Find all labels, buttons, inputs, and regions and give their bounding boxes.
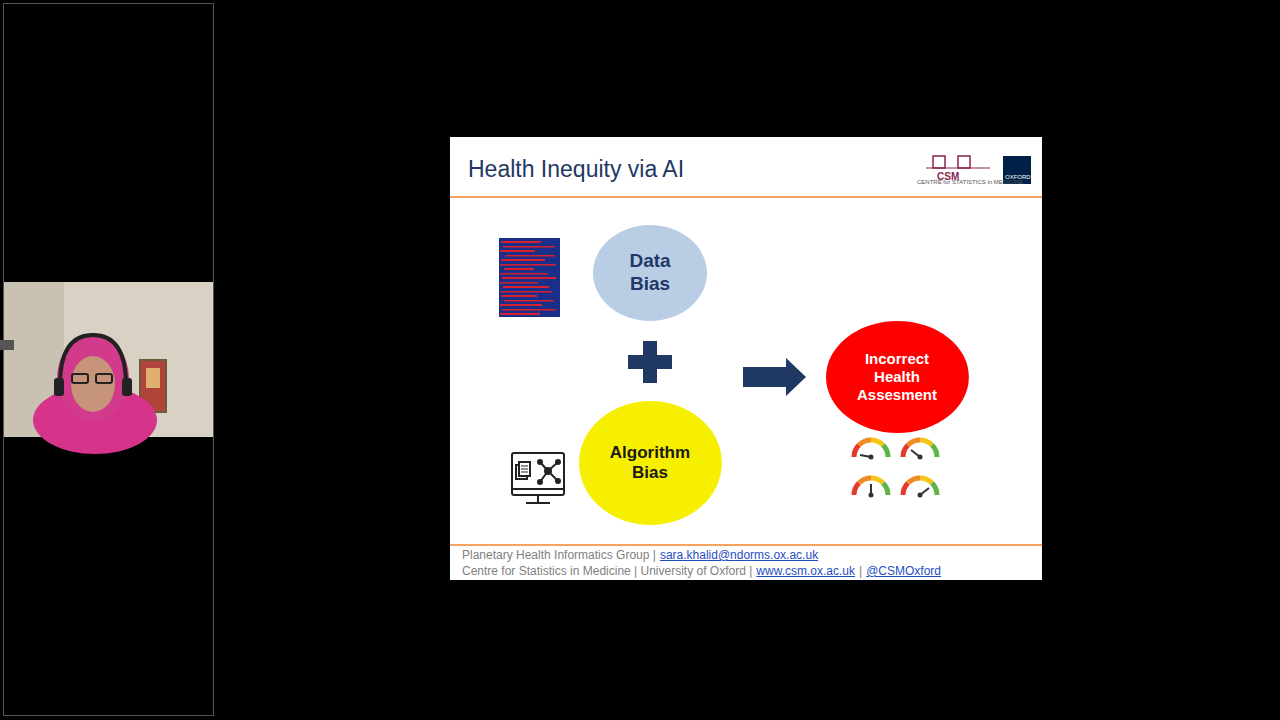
block-arrow <box>743 358 806 396</box>
footer-link: www.csm.ox.ac.uk <box>756 564 855 578</box>
outcome-circle: Incorrect Health Assesment <box>826 321 969 433</box>
node-text: Algorithm Bias <box>600 443 700 484</box>
footer-text: Centre for Statistics in Medicine | Univ… <box>462 564 752 578</box>
csm-logo <box>926 156 990 168</box>
slide <box>450 137 1042 580</box>
footer-text: Planetary Health Informatics Group | <box>462 548 656 562</box>
heatmap-icon <box>499 238 560 317</box>
bias-circle: Algorithm Bias <box>579 401 722 525</box>
footer-line: Planetary Health Informatics Group | sara… <box>462 548 822 562</box>
panel-border <box>4 4 214 716</box>
gauge-icons <box>854 440 937 498</box>
bias-ellipse: Data Bias <box>593 225 707 321</box>
webcam-image <box>0 282 213 454</box>
plus-sign <box>628 341 672 383</box>
footer-rule <box>450 544 1042 546</box>
footer-link: sara.khalid@ndorms.ox.ac.uk <box>660 548 818 562</box>
title-rule <box>450 196 1042 198</box>
oxford-logo <box>1003 156 1031 184</box>
computer-icon <box>512 453 564 503</box>
slide-title: Health Inequity via AI <box>468 156 684 183</box>
node-text: Incorrect Health Assesment <box>847 350 947 404</box>
logo-text: OXFORD <box>1005 174 1031 180</box>
node-text: Data Bias <box>615 250 685 296</box>
footer-link: @CSMOxford <box>866 564 941 578</box>
footer-line: Centre for Statistics in Medicine | Univ… <box>462 564 945 578</box>
footer-text: | <box>859 564 862 578</box>
